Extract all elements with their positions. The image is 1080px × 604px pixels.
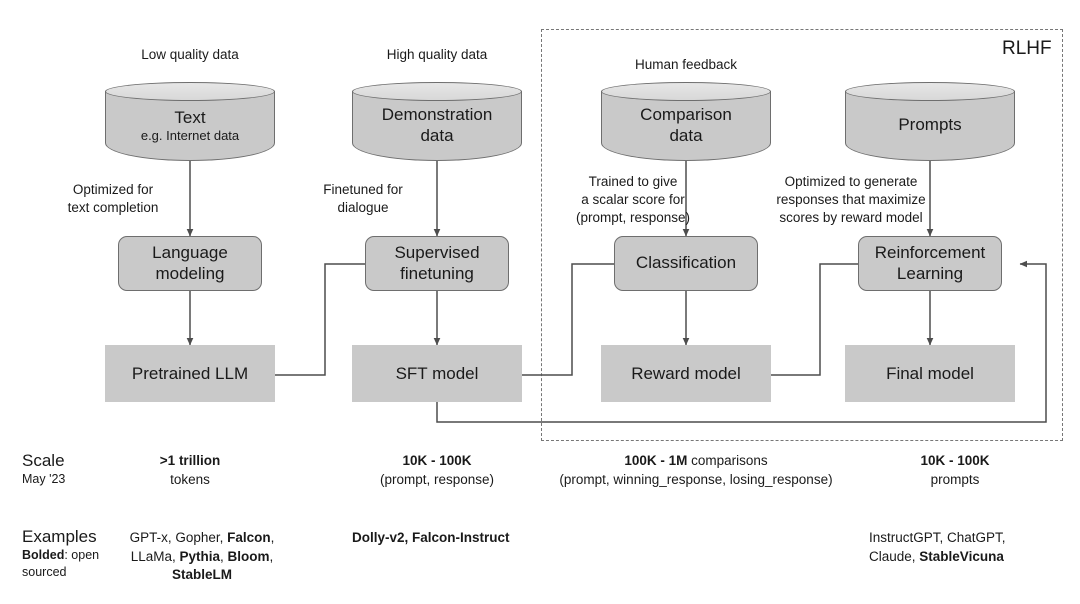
scale-cell-col1: >1 trillion tokens xyxy=(120,452,260,489)
examples-cell-col4: InstructGPT, ChatGPT,Claude, StableVicun… xyxy=(869,530,1006,564)
col3-source-subtitle: data xyxy=(669,125,703,145)
col3-source-cylinder: Comparison data xyxy=(601,82,771,161)
col3-source-title: Comparison xyxy=(640,105,732,125)
col3-top-label: Human feedback xyxy=(634,57,738,72)
scale-col3-main: 100K - 1M xyxy=(624,453,688,468)
scale-cell-col4: 10K - 100K prompts xyxy=(885,452,1025,489)
col4-result-label: Final model xyxy=(886,363,974,383)
scale-col1-main: >1 trillion xyxy=(159,453,221,468)
examples-cell-col2: Dolly-v2, Falcon-Instruct xyxy=(352,530,510,545)
col2-source-title: Demonstration xyxy=(381,105,493,125)
examples-cell-col1: GPT-x, Gopher, Falcon,LLaMa, Pythia, Blo… xyxy=(129,530,275,583)
col4-source-cylinder: Prompts xyxy=(845,82,1015,161)
col3-result-label: Reward model xyxy=(631,363,741,383)
scale-subtitle: May '23 xyxy=(22,472,66,487)
scale-col2-sub: (prompt, response) xyxy=(379,471,495,487)
cylinder-top xyxy=(352,82,522,101)
cylinder-body xyxy=(105,91,275,161)
scale-cell-col2: 10K - 100K (prompt, response) xyxy=(352,452,522,489)
scale-col3-main-tail: comparisons xyxy=(687,453,768,468)
col4-result-box: Final model xyxy=(845,345,1015,402)
scale-row-label: Scale May '23 xyxy=(22,450,65,488)
scale-col4-sub: prompts xyxy=(930,471,980,487)
col1-source-cylinder: Text e.g. Internet data xyxy=(105,82,275,161)
scale-col1-sub: tokens xyxy=(170,471,210,487)
scale-col4-main: 10K - 100K xyxy=(920,453,990,468)
rlhf-region xyxy=(541,29,1063,441)
col3-process-box: Classification xyxy=(614,236,758,291)
cylinder-top xyxy=(105,82,275,101)
scale-cell-col3: 100K - 1M comparisons (prompt, winning_r… xyxy=(546,452,846,489)
col3-result-box: Reward model xyxy=(601,345,771,402)
cylinder-body xyxy=(845,91,1015,161)
scale-col2-main: 10K - 100K xyxy=(402,453,472,468)
examples-title: Examples xyxy=(22,527,97,546)
col3-process-label: Classification xyxy=(635,253,737,273)
cylinder-body xyxy=(352,91,522,161)
col1-top-label: Low quality data xyxy=(141,47,239,62)
col2-result-box: SFT model xyxy=(352,345,522,402)
col2-source-cylinder: Demonstration data xyxy=(352,82,522,161)
col1-source-title: Text xyxy=(174,107,206,127)
col1-source-subtitle: e.g. Internet data xyxy=(140,127,240,143)
col1-result-box: Pretrained LLM xyxy=(105,345,275,402)
scale-col3-sub: (prompt, winning_response, losing_respon… xyxy=(559,471,833,487)
cylinder-top xyxy=(845,82,1015,101)
cylinder-top xyxy=(601,82,771,101)
cylinder-body xyxy=(601,91,771,161)
col2-source-subtitle: data xyxy=(420,125,454,145)
col1-result-label: Pretrained LLM xyxy=(131,363,249,383)
col2-result-label: SFT model xyxy=(395,363,479,383)
scale-title: Scale xyxy=(22,451,65,470)
rlhf-region-label: RLHF xyxy=(1002,38,1052,59)
col2-top-label: High quality data xyxy=(386,47,488,62)
col4-source-title: Prompts xyxy=(898,115,962,135)
